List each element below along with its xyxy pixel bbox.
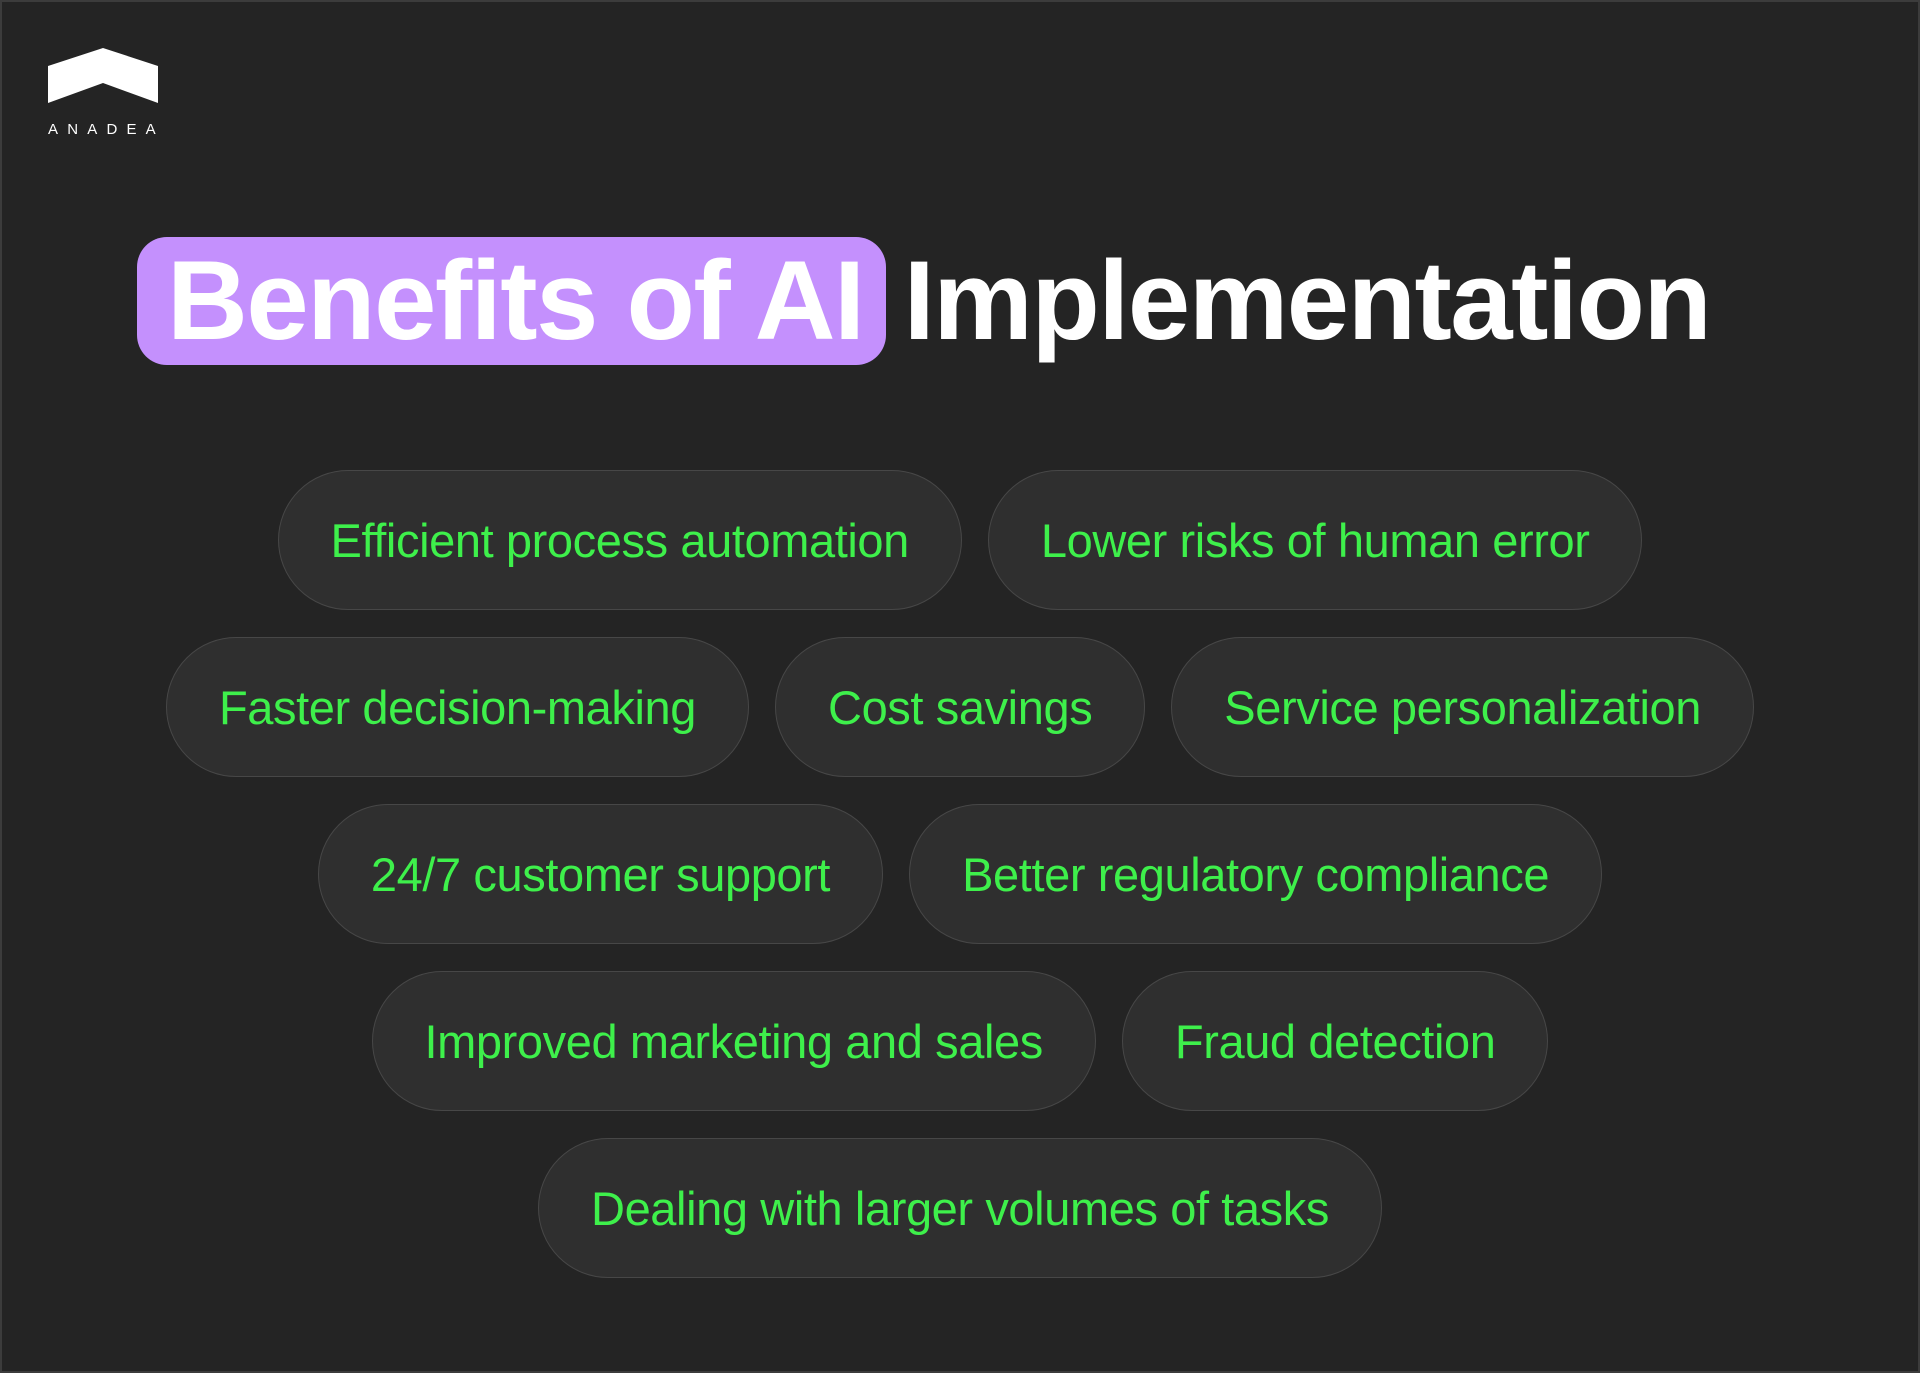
benefit-label: Better regulatory compliance — [962, 847, 1550, 901]
benefit-pill: Service personalization — [1171, 637, 1755, 777]
benefit-pill: Better regulatory compliance — [909, 804, 1603, 944]
benefit-pill: Cost savings — [775, 637, 1146, 777]
benefits-row-4: Improved marketing and sales Fraud detec… — [2, 971, 1918, 1111]
benefit-pill: Lower risks of human error — [987, 470, 1643, 610]
benefit-label: Cost savings — [828, 680, 1093, 734]
brand-name: ANADEA — [48, 121, 165, 138]
benefit-pill: Faster decision-making — [165, 637, 750, 777]
benefit-pill: Dealing with larger volumes of tasks — [538, 1138, 1382, 1278]
roof-chevron-icon — [48, 48, 158, 103]
benefit-label: Lower risks of human error — [1040, 513, 1590, 567]
benefit-label: Efficient process automation — [330, 513, 910, 567]
benefit-label: Dealing with larger volumes of tasks — [591, 1181, 1329, 1235]
benefit-label: Improved marketing and sales — [424, 1014, 1044, 1068]
benefit-pill: 24/7 customer support — [317, 804, 884, 944]
benefits-row-2: Faster decision-making Cost savings Serv… — [2, 637, 1918, 777]
title-highlight-text: Benefits of AI — [167, 238, 865, 363]
benefit-label: Service personalization — [1224, 680, 1702, 734]
benefits-row-3: 24/7 customer support Better regulatory … — [2, 804, 1918, 944]
title-plain-text: Implementation — [903, 238, 1712, 363]
benefits-list: Efficient process automation Lower risks… — [2, 470, 1918, 1305]
benefits-row-1: Efficient process automation Lower risks… — [2, 470, 1918, 610]
benefit-pill: Efficient process automation — [277, 470, 962, 610]
benefit-label: Faster decision-making — [218, 680, 697, 734]
page-title: Benefits of AI Implementation — [137, 237, 1712, 365]
brand-logo: ANADEA — [48, 48, 160, 137]
benefits-row-5: Dealing with larger volumes of tasks — [2, 1138, 1918, 1278]
benefit-label: Fraud detection — [1174, 1014, 1496, 1068]
benefit-label: 24/7 customer support — [370, 847, 831, 901]
benefit-pill: Improved marketing and sales — [371, 971, 1096, 1111]
title-highlight-badge: Benefits of AI — [137, 237, 886, 365]
benefit-pill: Fraud detection — [1121, 971, 1549, 1111]
